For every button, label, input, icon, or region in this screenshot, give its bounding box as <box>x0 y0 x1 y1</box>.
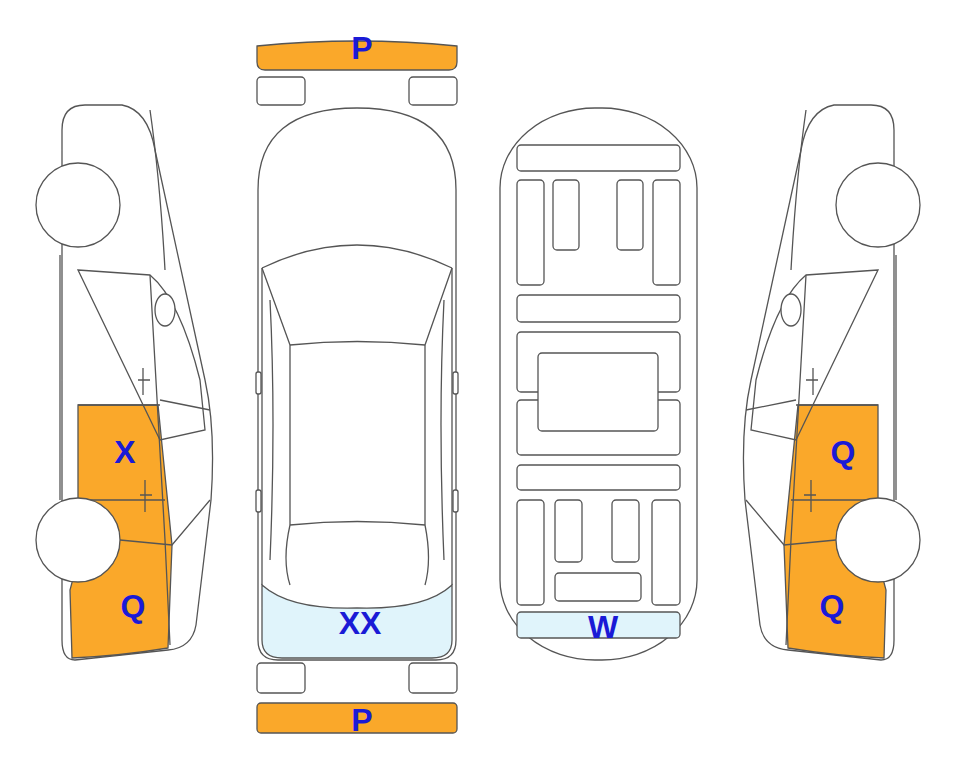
right-side-view <box>743 105 920 660</box>
bumper-label: P <box>351 32 372 64</box>
panel-label: Q <box>831 436 856 468</box>
underbody-view <box>500 108 697 660</box>
panel-label: Q <box>121 590 146 622</box>
left-side-view <box>36 105 213 660</box>
bumper-label: P <box>351 704 372 736</box>
glass-label: W <box>588 611 618 643</box>
glass-label: XX <box>339 607 382 639</box>
top-view <box>256 41 458 733</box>
panel-label: X <box>114 436 135 468</box>
panel-label: Q <box>820 590 845 622</box>
